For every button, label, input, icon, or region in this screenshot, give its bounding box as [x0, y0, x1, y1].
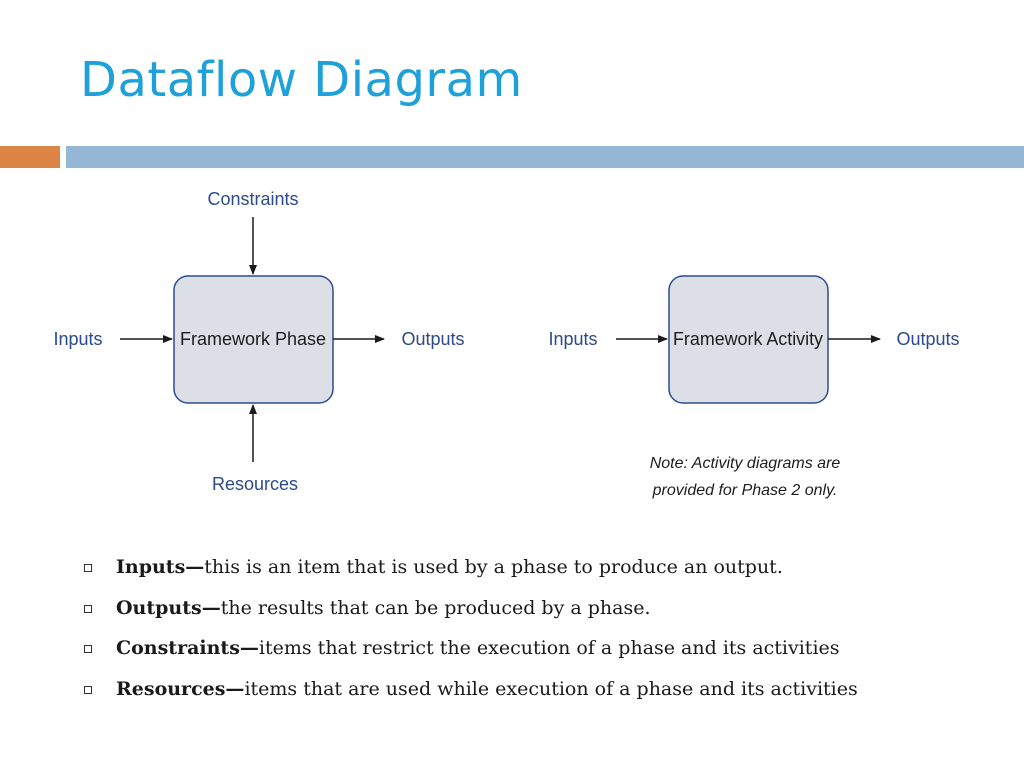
definition-resources: items that are used while execution of a… — [244, 677, 858, 700]
term-constraints: Constraints— — [116, 637, 259, 659]
square-bullet-icon — [84, 685, 92, 694]
definition-constraints: items that restrict the execution of a p… — [258, 637, 840, 659]
list-item: Outputs—the results that can be produced… — [84, 593, 858, 634]
list-item: Inputs—this is an item that is used by a… — [84, 552, 858, 593]
constraints-label: Constraints — [207, 189, 298, 209]
accent-bar-orange — [0, 146, 60, 168]
note-line-1: Note: Activity diagrams are — [650, 455, 841, 472]
term-resources: Resources— — [116, 677, 245, 700]
list-item: Constraints—items that restrict the exec… — [84, 633, 858, 674]
term-outputs: Outputs— — [116, 596, 221, 619]
definition-list: Inputs—this is an item that is used by a… — [84, 552, 858, 714]
square-bullet-icon — [84, 645, 92, 653]
definition-inputs: this is an item that is used by a phase … — [204, 556, 783, 578]
dataflow-diagram: Constraints Framework Phase Inputs Outpu… — [53, 189, 959, 499]
right-outputs-label: Outputs — [896, 329, 959, 349]
framework-phase-label: Framework Phase — [180, 329, 326, 349]
square-bullet-icon — [84, 564, 92, 572]
note-line-2: provided for Phase 2 only. — [652, 482, 838, 499]
left-inputs-label: Inputs — [53, 329, 102, 349]
accent-bar-blue — [66, 146, 1024, 168]
definition-outputs: the results that can be produced by a ph… — [220, 596, 651, 619]
resources-label: Resources — [212, 474, 298, 494]
square-bullet-icon — [84, 604, 92, 613]
left-outputs-label: Outputs — [401, 329, 464, 349]
slide-title: Dataflow Diagram — [80, 52, 523, 108]
right-inputs-label: Inputs — [548, 329, 597, 349]
list-item: Resources—items that are used while exec… — [84, 674, 858, 715]
framework-activity-label: Framework Activity — [673, 329, 823, 349]
term-inputs: Inputs— — [116, 556, 205, 578]
